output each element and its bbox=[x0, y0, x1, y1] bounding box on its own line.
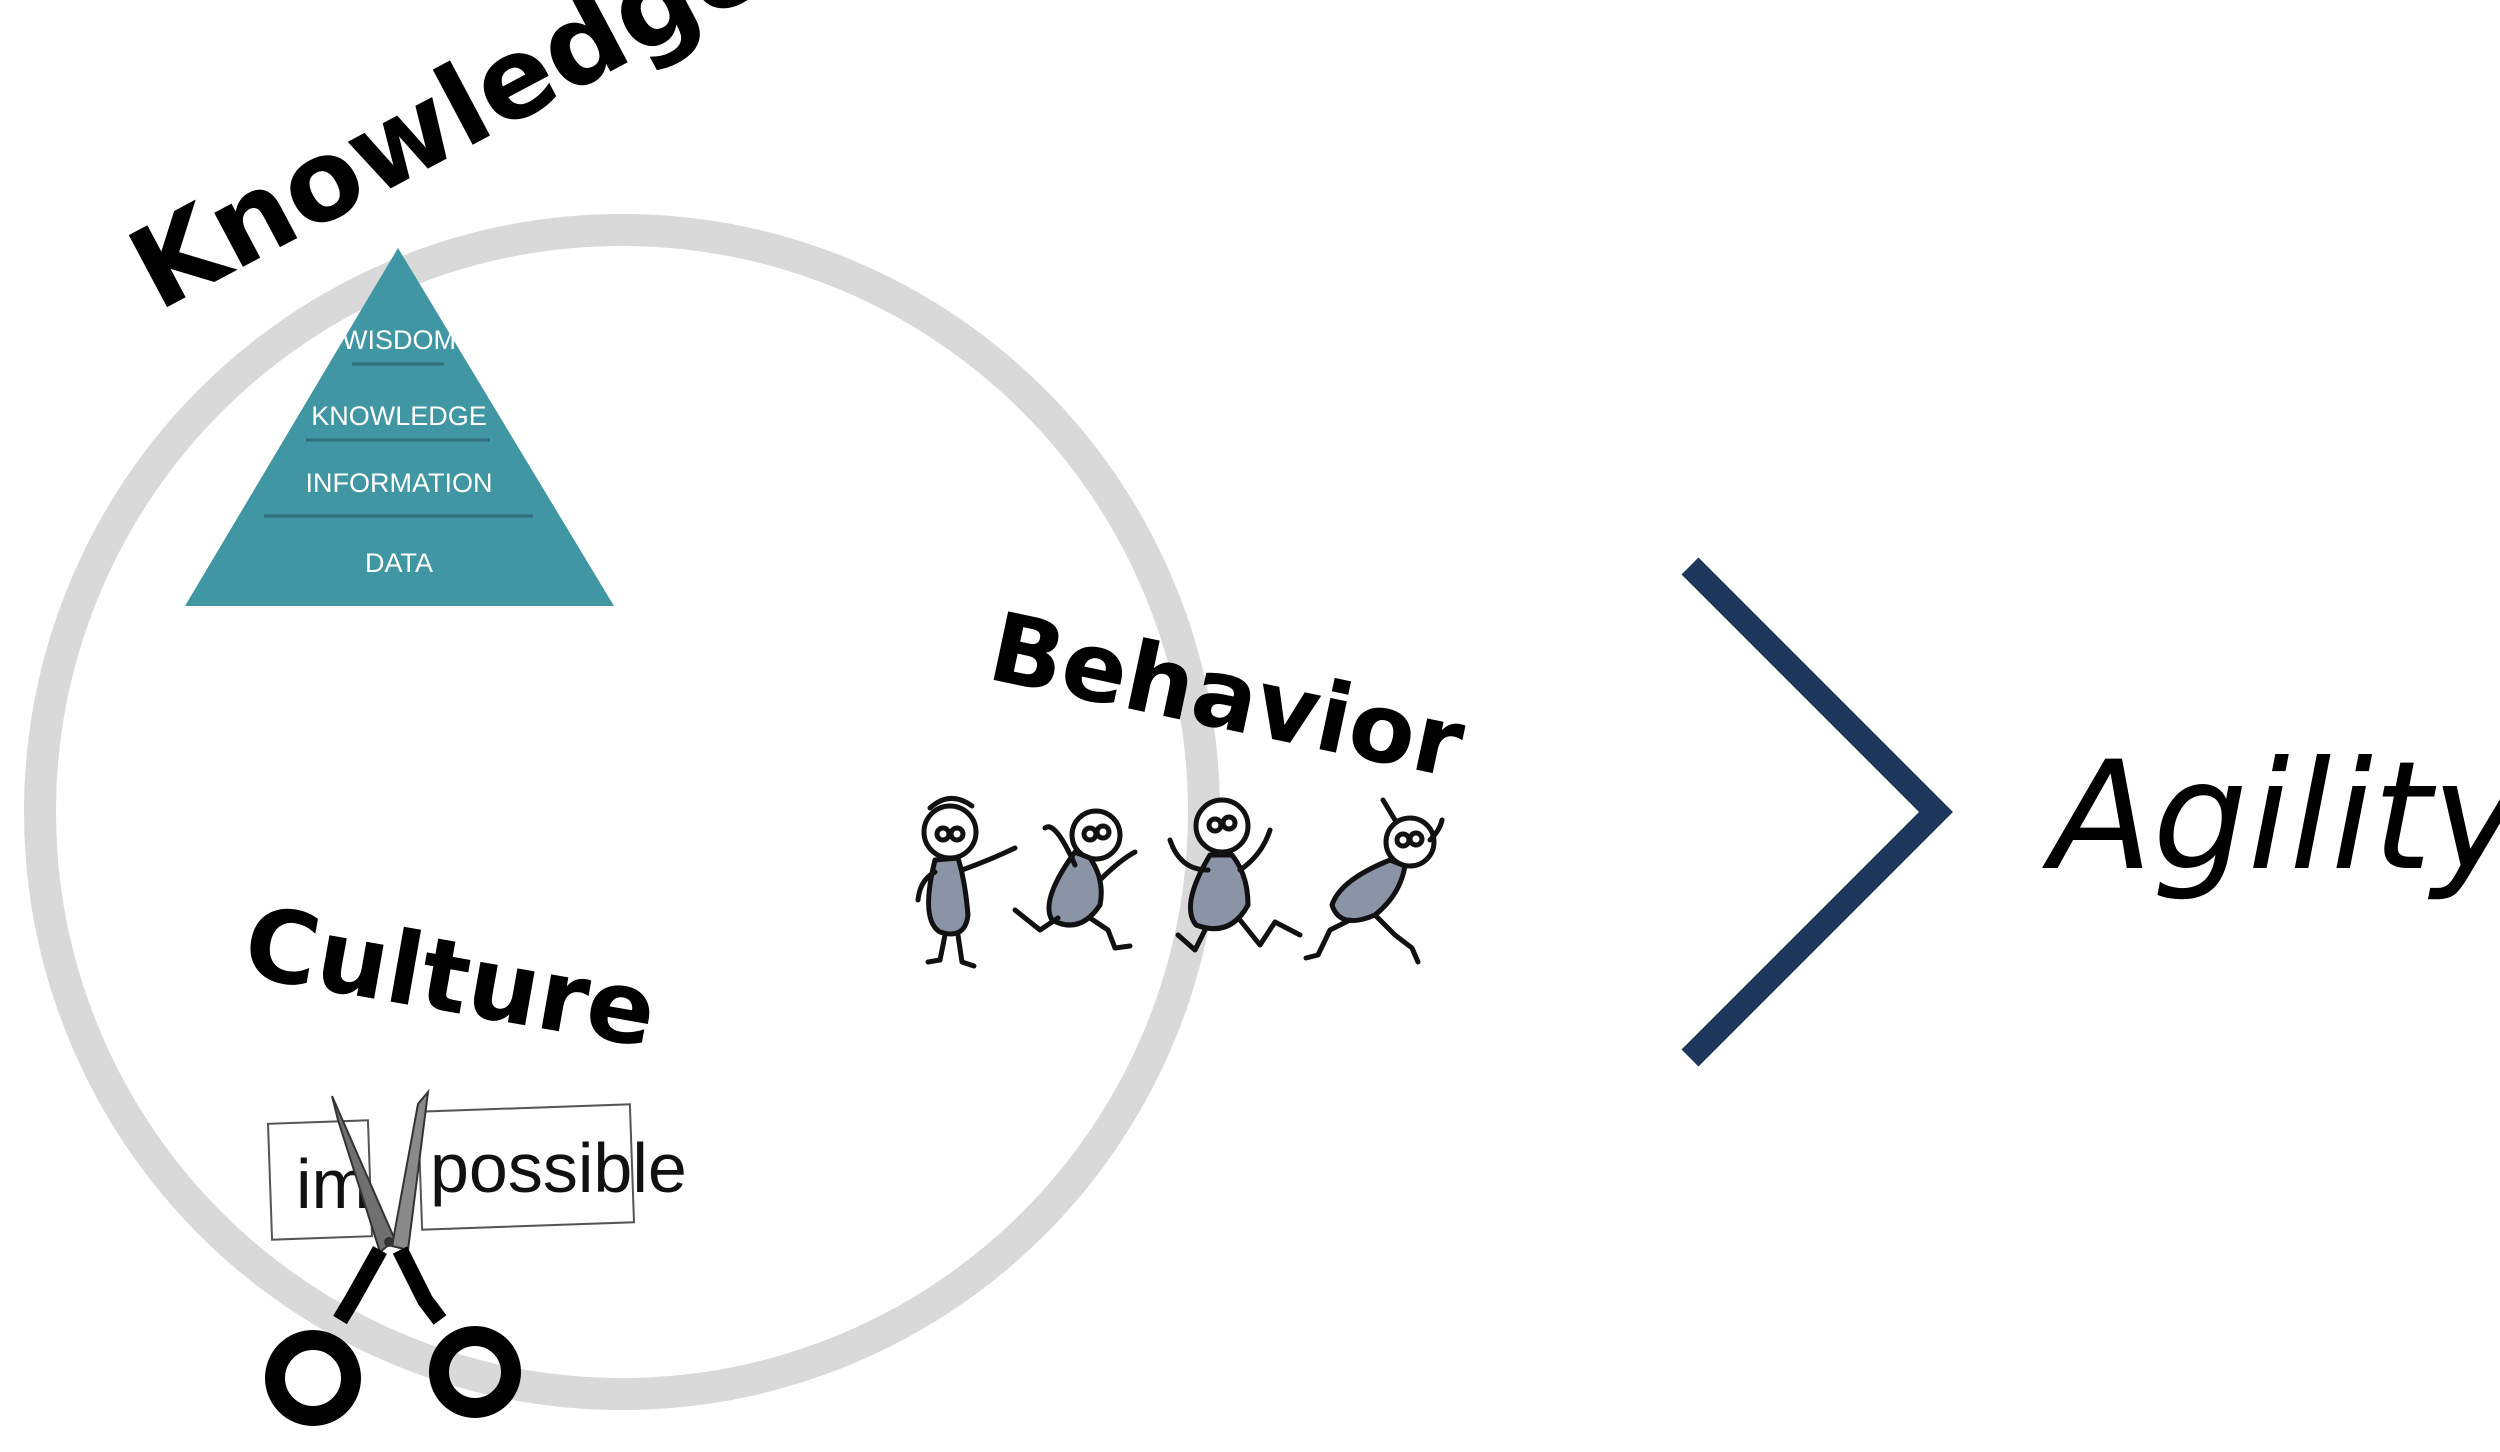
scissor-ring bbox=[429, 1326, 521, 1418]
dancing-figure bbox=[1167, 797, 1303, 953]
pyramid-level-information: INFORMATION bbox=[306, 468, 493, 498]
behavior-label: Behavior bbox=[980, 591, 1474, 801]
agility-label: Agility bbox=[2042, 730, 2500, 904]
dancing-figure bbox=[1303, 797, 1445, 965]
dikw-pyramid-icon: WISDOM KNOWLEDGE INFORMATION DATA bbox=[185, 248, 614, 606]
scissors-icon: im possible bbox=[265, 1088, 687, 1426]
scissor-handle bbox=[333, 1246, 387, 1325]
word-possible: possible bbox=[430, 1129, 687, 1207]
dancing-figure bbox=[1012, 808, 1138, 951]
culture-label: Culture bbox=[236, 883, 665, 1070]
word-card-im bbox=[266, 1119, 374, 1241]
pyramid-level-knowledge: KNOWLEDGE bbox=[311, 401, 487, 431]
dancing-figures-icon bbox=[915, 796, 1445, 969]
dancing-figure bbox=[915, 796, 1018, 969]
word-card-possible bbox=[416, 1103, 636, 1231]
scissor-pivot bbox=[384, 1237, 394, 1247]
chevron-right-icon bbox=[1681, 557, 1953, 1067]
knowledge-label: Knowledge bbox=[110, 0, 787, 336]
scissor-ring bbox=[265, 1330, 361, 1426]
pyramid-level-data: DATA bbox=[365, 548, 433, 578]
scissor-handle bbox=[392, 1246, 447, 1325]
pyramid-level-wisdom: WISDOM bbox=[342, 325, 456, 355]
